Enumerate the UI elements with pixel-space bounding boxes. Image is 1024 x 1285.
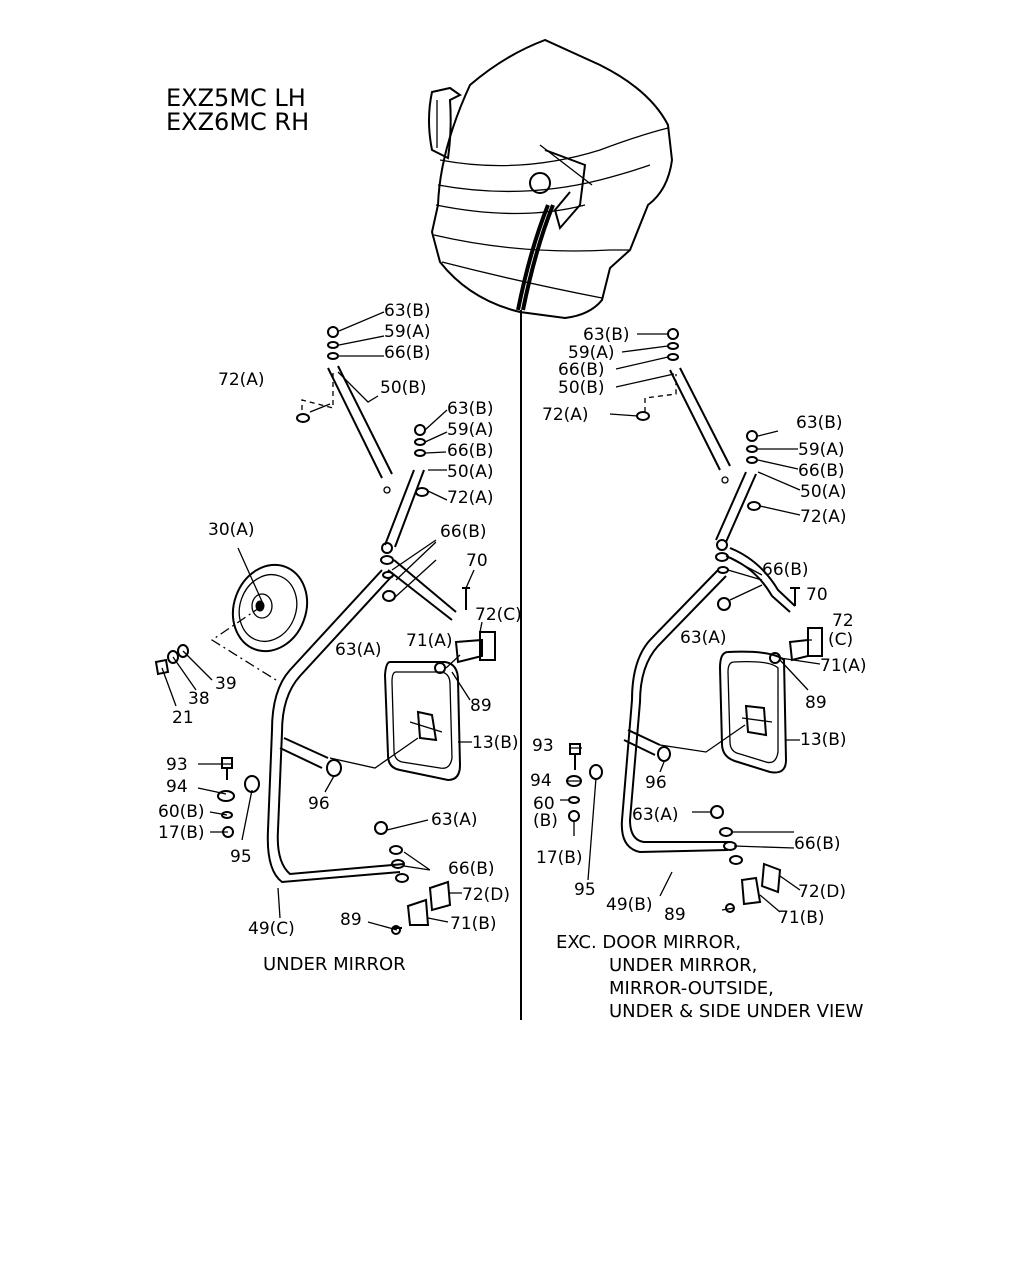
label-50b: 50(B)	[380, 378, 427, 398]
label-71b: 71(B)	[450, 914, 497, 934]
label-66b: 66(B)	[447, 441, 494, 461]
label-39: 39	[215, 674, 237, 694]
label-63b: 63(B)	[447, 399, 494, 419]
model-label-rh: EXZ6MC RH	[166, 108, 309, 136]
left-assembly	[154, 326, 496, 935]
label-71a: 71(A)	[406, 631, 453, 651]
truck-cab-illustration	[428, 38, 674, 320]
label-72a: 72(A)	[447, 488, 494, 508]
label-70: 70	[466, 551, 488, 571]
label-17b: 17(B)	[158, 823, 205, 843]
label-59a: 59(A)	[384, 322, 431, 342]
label-66b: 66(B)	[794, 834, 841, 854]
label-89: 89	[664, 905, 686, 925]
label-94: 94	[166, 777, 188, 797]
label-66b: 66(B)	[440, 522, 487, 542]
label-49c: 49(C)	[248, 919, 295, 939]
right-caption-line: EXC. DOOR MIRROR,	[556, 932, 741, 953]
right-caption-line: UNDER & SIDE UNDER VIEW	[609, 1001, 864, 1022]
label-63b: 63(B)	[583, 325, 630, 345]
label-59a: 59(A)	[798, 440, 845, 460]
label-63a: 63(A)	[335, 640, 382, 660]
label-50a: 50(A)	[447, 462, 494, 482]
label-17b: 17(B)	[536, 848, 583, 868]
label-63a: 63(A)	[680, 628, 727, 648]
label-60b: (B)	[533, 811, 558, 831]
right-caption-line: UNDER MIRROR,	[609, 955, 757, 976]
label-21: 21	[172, 708, 194, 728]
label-93: 93	[166, 755, 188, 775]
label-66b: 66(B)	[762, 560, 809, 580]
label-66b: 66(B)	[798, 461, 845, 481]
label-72a: 72(A)	[800, 507, 847, 527]
label-93: 93	[532, 736, 554, 756]
label-89: 89	[340, 910, 362, 930]
label-13b: 13(B)	[472, 733, 519, 753]
label-49b: 49(B)	[606, 895, 653, 915]
label-72c: 72(C)	[475, 605, 522, 625]
label-63a: 63(A)	[431, 810, 478, 830]
label-70: 70	[806, 585, 828, 605]
label-71b: 71(B)	[778, 908, 825, 928]
label-72d: 72(D)	[798, 882, 846, 902]
label-72d: 72(D)	[462, 885, 510, 905]
label-94: 94	[530, 771, 552, 791]
left-caption: UNDER MIRROR	[263, 954, 406, 975]
label-96: 96	[308, 794, 330, 814]
label-66b: 66(B)	[558, 360, 605, 380]
label-30a: 30(A)	[208, 520, 255, 540]
label-95: 95	[230, 847, 252, 867]
label-95: 95	[574, 880, 596, 900]
label-59a: 59(A)	[568, 343, 615, 363]
label-60: 60	[533, 794, 555, 814]
label-71a: 71(A)	[820, 656, 867, 676]
label-72: 72	[832, 611, 854, 631]
label-60b: 60(B)	[158, 802, 205, 822]
right-caption-line: MIRROR-OUTSIDE,	[609, 978, 774, 999]
label-50a: 50(A)	[800, 482, 847, 502]
label-66b: 66(B)	[384, 343, 431, 363]
label-50b: 50(B)	[558, 378, 605, 398]
label-66b: 66(B)	[448, 859, 495, 879]
label-63b: 63(B)	[384, 301, 431, 321]
label-72c: (C)	[828, 630, 853, 650]
label-59a: 59(A)	[447, 420, 494, 440]
model-label-lh: EXZ5MC LH	[166, 84, 306, 112]
label-89: 89	[805, 693, 827, 713]
label-38: 38	[188, 689, 210, 709]
right-labels: 63(B) 59(A) 66(B) 50(B) 72(A) 63(B) 59(A…	[530, 325, 867, 1022]
label-13b: 13(B)	[800, 730, 847, 750]
label-96: 96	[645, 773, 667, 793]
label-72a: 72(A)	[542, 405, 589, 425]
right-assembly	[566, 328, 823, 913]
label-89: 89	[470, 696, 492, 716]
label-72a: 72(A)	[218, 370, 265, 390]
label-63b: 63(B)	[796, 413, 843, 433]
label-63a: 63(A)	[632, 805, 679, 825]
left-labels: 63(B) 59(A) 66(B) 72(A) 50(B) 63(B) 59(A…	[158, 301, 522, 975]
